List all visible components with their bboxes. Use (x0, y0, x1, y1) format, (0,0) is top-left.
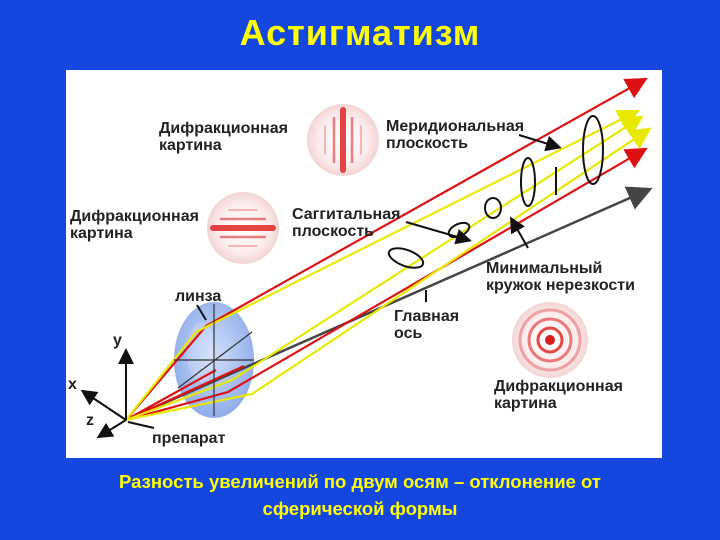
label-main-axis: Главная ось (394, 308, 460, 342)
label-specimen: препарат (152, 430, 226, 447)
label-diffraction-bottom: Дифракционная картина (494, 378, 623, 412)
page-title: Астигматизм (239, 12, 481, 53)
diffraction-pattern-top (307, 104, 379, 176)
coordinate-axes (80, 348, 134, 439)
pointer-lines (127, 134, 562, 429)
caption: Разность увеличений по двум осям – откло… (119, 471, 601, 519)
label-axis-z: z (86, 412, 94, 429)
label-diffraction-top: Дифракционная картина (159, 120, 288, 154)
label-axis-y: y (113, 332, 122, 349)
beam-cross-sections (387, 115, 604, 269)
diagram-panel: Дифракционная картина Меридиональная пло… (66, 70, 662, 458)
label-lens: линза (175, 288, 222, 305)
diffraction-pattern-bottom (512, 302, 588, 378)
label-diffraction-middle: Дифракционная картина (70, 208, 199, 242)
astigmatism-diagram (80, 77, 653, 439)
label-meridional-plane: Меридиональная плоскость (386, 118, 525, 152)
label-axis-x: x (68, 376, 77, 393)
diffraction-pattern-middle (207, 192, 279, 264)
label-sagittal-plane: Саггитальная плоскость (292, 206, 401, 240)
label-min-blur-circle: Минимальный кружок нерезкости (486, 260, 635, 294)
lens-cross (174, 304, 254, 416)
